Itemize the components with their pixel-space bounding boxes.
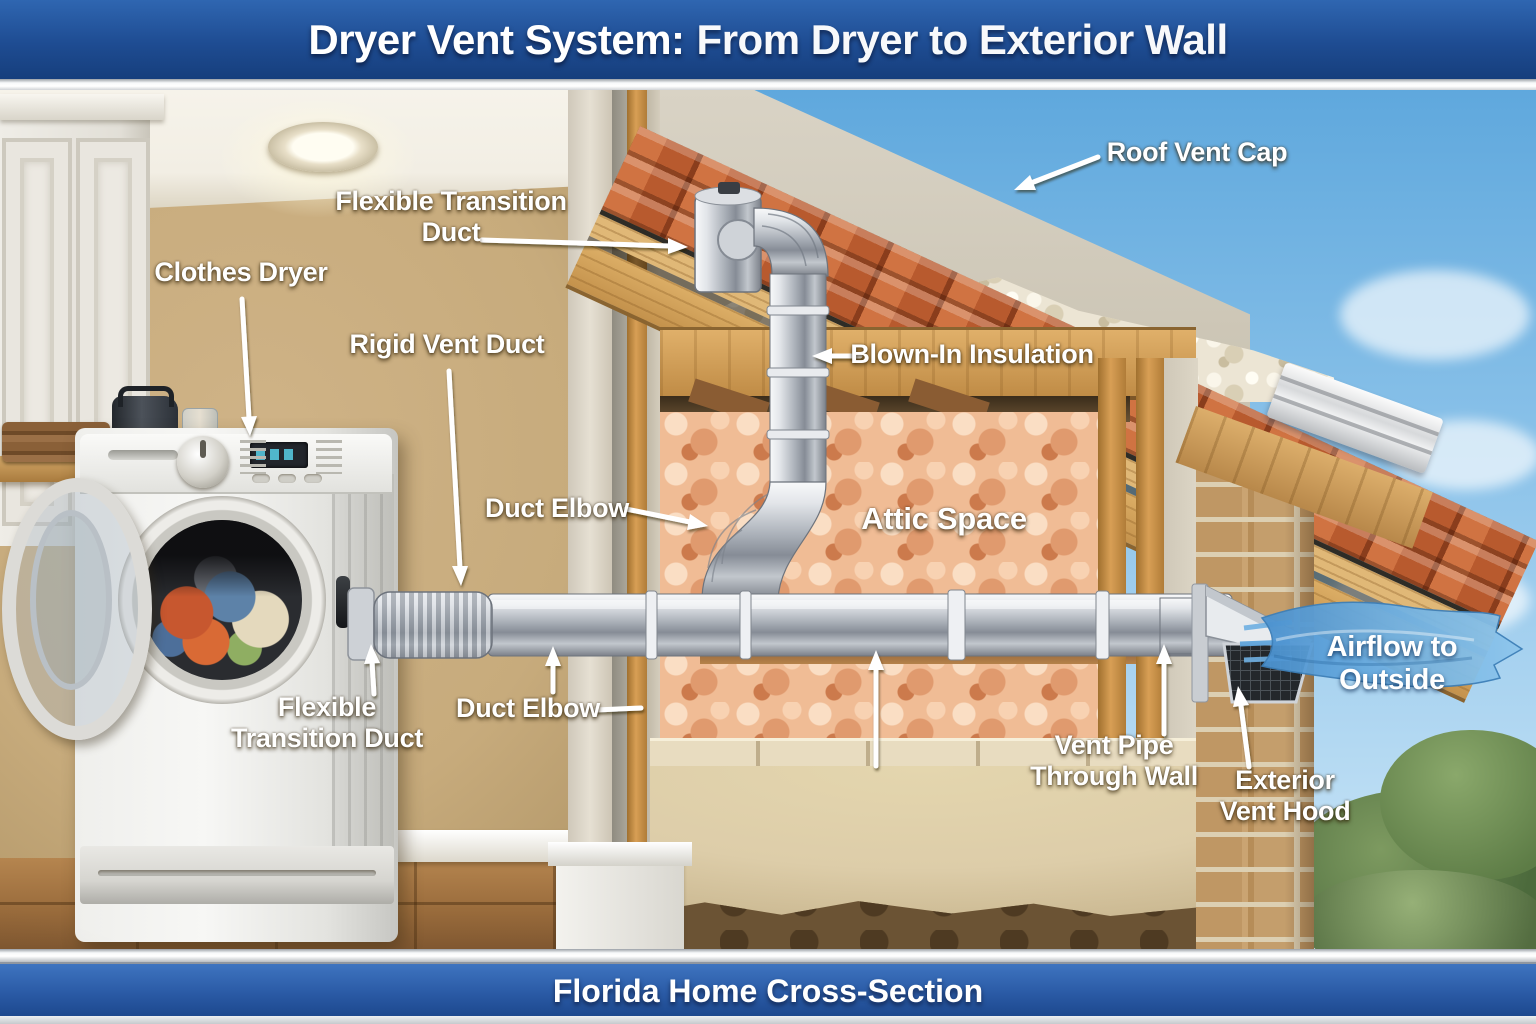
top-divider — [0, 79, 1536, 92]
label-blown-in-insulation: Blown-In Insulation — [850, 339, 1094, 369]
bottom-divider — [0, 949, 1536, 962]
arrow-duct-elbow-upper — [623, 506, 708, 530]
dryer-vent-slots — [316, 440, 342, 474]
arrow-duct-elbow-lower — [545, 646, 644, 713]
arrow-vent-pipe-right — [1156, 644, 1172, 737]
duct-elbow-s-bend — [701, 481, 827, 601]
leader-arrows — [239, 154, 1252, 770]
wall-base-cap — [548, 842, 692, 866]
attic-vent-box — [694, 182, 829, 293]
arrow-flexible-transition-duct-top — [479, 237, 688, 254]
dryer-drum-shadow — [142, 520, 302, 680]
label-vent-pipe-through-wall: Vent Pipe Through Wall — [1030, 730, 1198, 791]
wall-base-column — [556, 850, 684, 950]
dryer-side-panel — [332, 474, 394, 894]
dryer-vent-slots — [240, 440, 266, 474]
dryer-pedestal — [80, 846, 394, 904]
title-bar: Dryer Vent System:From Dryer to Exterior… — [0, 0, 1536, 80]
caption-text: Florida Home Cross-Section — [552, 972, 984, 1009]
illustration-scene: Flexible Transition Duct Clothes Dryer R… — [0, 90, 1536, 950]
label-attic-space: Attic Space — [861, 501, 1027, 536]
label-flexible-transition-duct-bottom: Flexible Transition Duct — [230, 692, 424, 753]
label-clothes-dryer: Clothes Dryer — [154, 257, 328, 287]
pedestal-groove — [98, 870, 376, 876]
dryer-door-glass — [30, 510, 112, 690]
display-segment — [270, 449, 279, 460]
caption-bar: Florida Home Cross-Section — [0, 962, 1536, 1020]
page-title: Dryer Vent System:From Dryer to Exterior… — [308, 16, 1229, 64]
label-rigid-vent-duct: Rigid Vent Duct — [349, 329, 545, 359]
label-flexible-transition-duct-top: Flexible Transition Duct — [335, 186, 567, 247]
page-title-main: Dryer Vent System: — [308, 16, 685, 63]
label-airflow-to-outside: Airflow to Outside — [1326, 631, 1458, 697]
arrow-flexible-transition-duct-bottom — [364, 644, 380, 697]
kettle-handle — [118, 386, 174, 407]
cloud — [1340, 270, 1530, 360]
dryer-button — [252, 474, 270, 483]
dryer-button — [304, 474, 322, 483]
arrow-exterior-vent-hood — [1233, 686, 1252, 770]
concrete-ledge — [650, 738, 1198, 771]
label-exterior-vent-hood: Exterior Vent Hood — [1219, 765, 1351, 826]
dryer-button — [278, 474, 296, 483]
label-duct-elbow-lower: Duct Elbow — [456, 693, 600, 723]
exterior-vent-hood — [1159, 583, 1314, 704]
arrow-clothes-dryer — [239, 296, 257, 436]
arrow-vent-pipe-left — [868, 650, 884, 769]
arrow-roof-vent-cap — [1014, 154, 1101, 190]
cabinet-crown-molding — [0, 94, 164, 120]
arrow-rigid-vent-duct — [446, 368, 468, 586]
page-title-sub: From Dryer to Exterior Wall — [696, 16, 1229, 63]
rigid-horizontal-duct — [487, 589, 1233, 661]
bottom-frame — [0, 1016, 1536, 1024]
vertical-vent-duct — [766, 273, 830, 485]
baseboard — [396, 830, 570, 862]
duct-and-arrow-overlay — [239, 154, 1524, 770]
dryer-door-latch — [336, 576, 350, 628]
airflow-ribbon — [1239, 601, 1524, 688]
flexible-transition-duct — [347, 587, 493, 661]
tree-foliage — [1300, 870, 1536, 950]
display-segment — [284, 449, 293, 460]
label-roof-vent-cap: Roof Vent Cap — [1106, 137, 1288, 167]
dryer-knob — [177, 436, 229, 488]
dryer-panel-handle — [108, 450, 178, 460]
ceiling-light — [268, 122, 378, 172]
arrow-blown-in-insulation — [812, 348, 863, 364]
label-duct-elbow-upper: Duct Elbow — [485, 493, 629, 523]
